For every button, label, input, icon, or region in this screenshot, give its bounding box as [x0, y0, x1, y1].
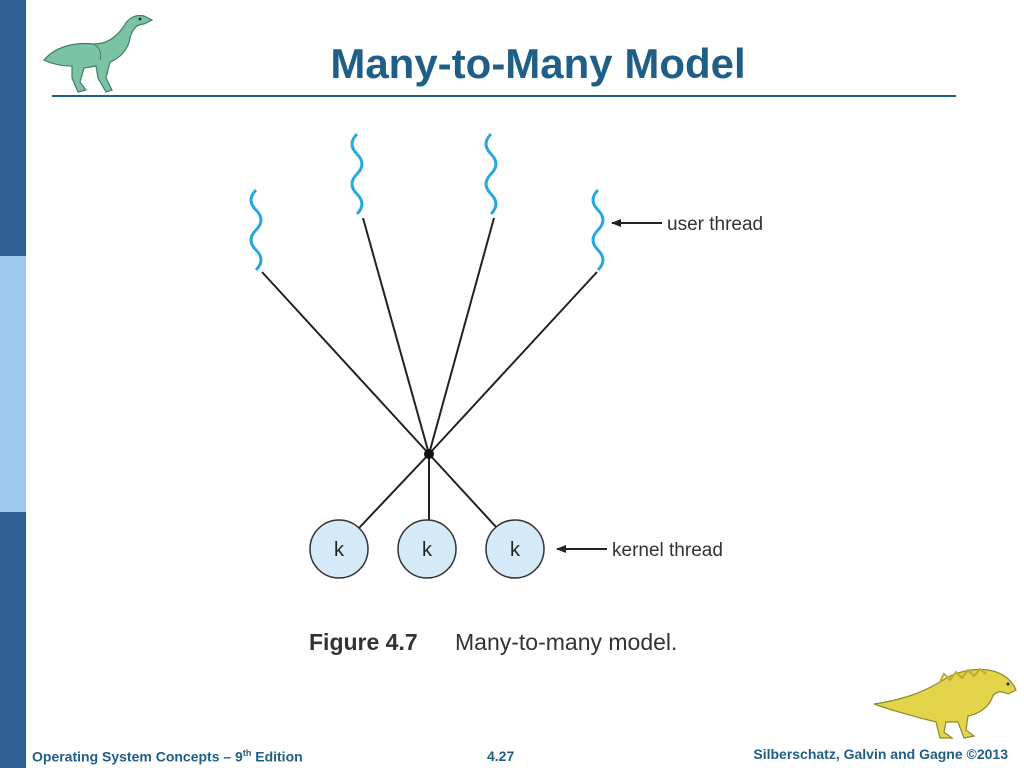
- connector-line-kernel-1: [358, 453, 430, 529]
- footer-page-number: 4.27: [487, 748, 515, 764]
- side-color-bar-highlight: [0, 256, 26, 512]
- connector-line-user-2: [362, 217, 430, 455]
- user-thread-3-icon: [484, 132, 498, 216]
- user-thread-1-icon: [249, 188, 263, 272]
- connector-line-user-3: [428, 217, 495, 455]
- figure-caption-text: Many-to-many model.: [455, 629, 677, 655]
- connector-line-user-1: [261, 271, 430, 455]
- dinosaur-logo-icon: [43, 14, 154, 93]
- footer-book-title: Operating System Concepts – 9th Edition: [32, 748, 303, 765]
- user-thread-4-icon: [591, 188, 605, 272]
- connector-line-kernel-3: [428, 453, 498, 529]
- figure-caption-number: Figure 4.7: [309, 629, 418, 655]
- slide-title: Many-to-Many Model: [330, 40, 746, 87]
- side-color-bar: [0, 0, 26, 768]
- multiplexer-hub-dot: [424, 449, 434, 459]
- kernel-thread-3-label: k: [510, 539, 521, 561]
- kernel-thread-1-label: k: [334, 539, 345, 561]
- kernel-thread-2-label: k: [422, 539, 433, 561]
- kernel-thread-label: kernel thread: [612, 540, 723, 561]
- connector-line-user-4: [428, 271, 598, 455]
- kernel-thread-3: [485, 519, 545, 579]
- user-thread-label: user thread: [667, 214, 763, 235]
- user-thread-2-icon: [350, 132, 364, 216]
- kernel-thread-1: [309, 519, 369, 579]
- footer-copyright: Silberschatz, Galvin and Gagne ©2013: [753, 746, 1008, 762]
- dinosaur-illustration-icon: [873, 667, 1017, 739]
- title-divider: [52, 95, 956, 97]
- kernel-thread-2: [397, 519, 457, 579]
